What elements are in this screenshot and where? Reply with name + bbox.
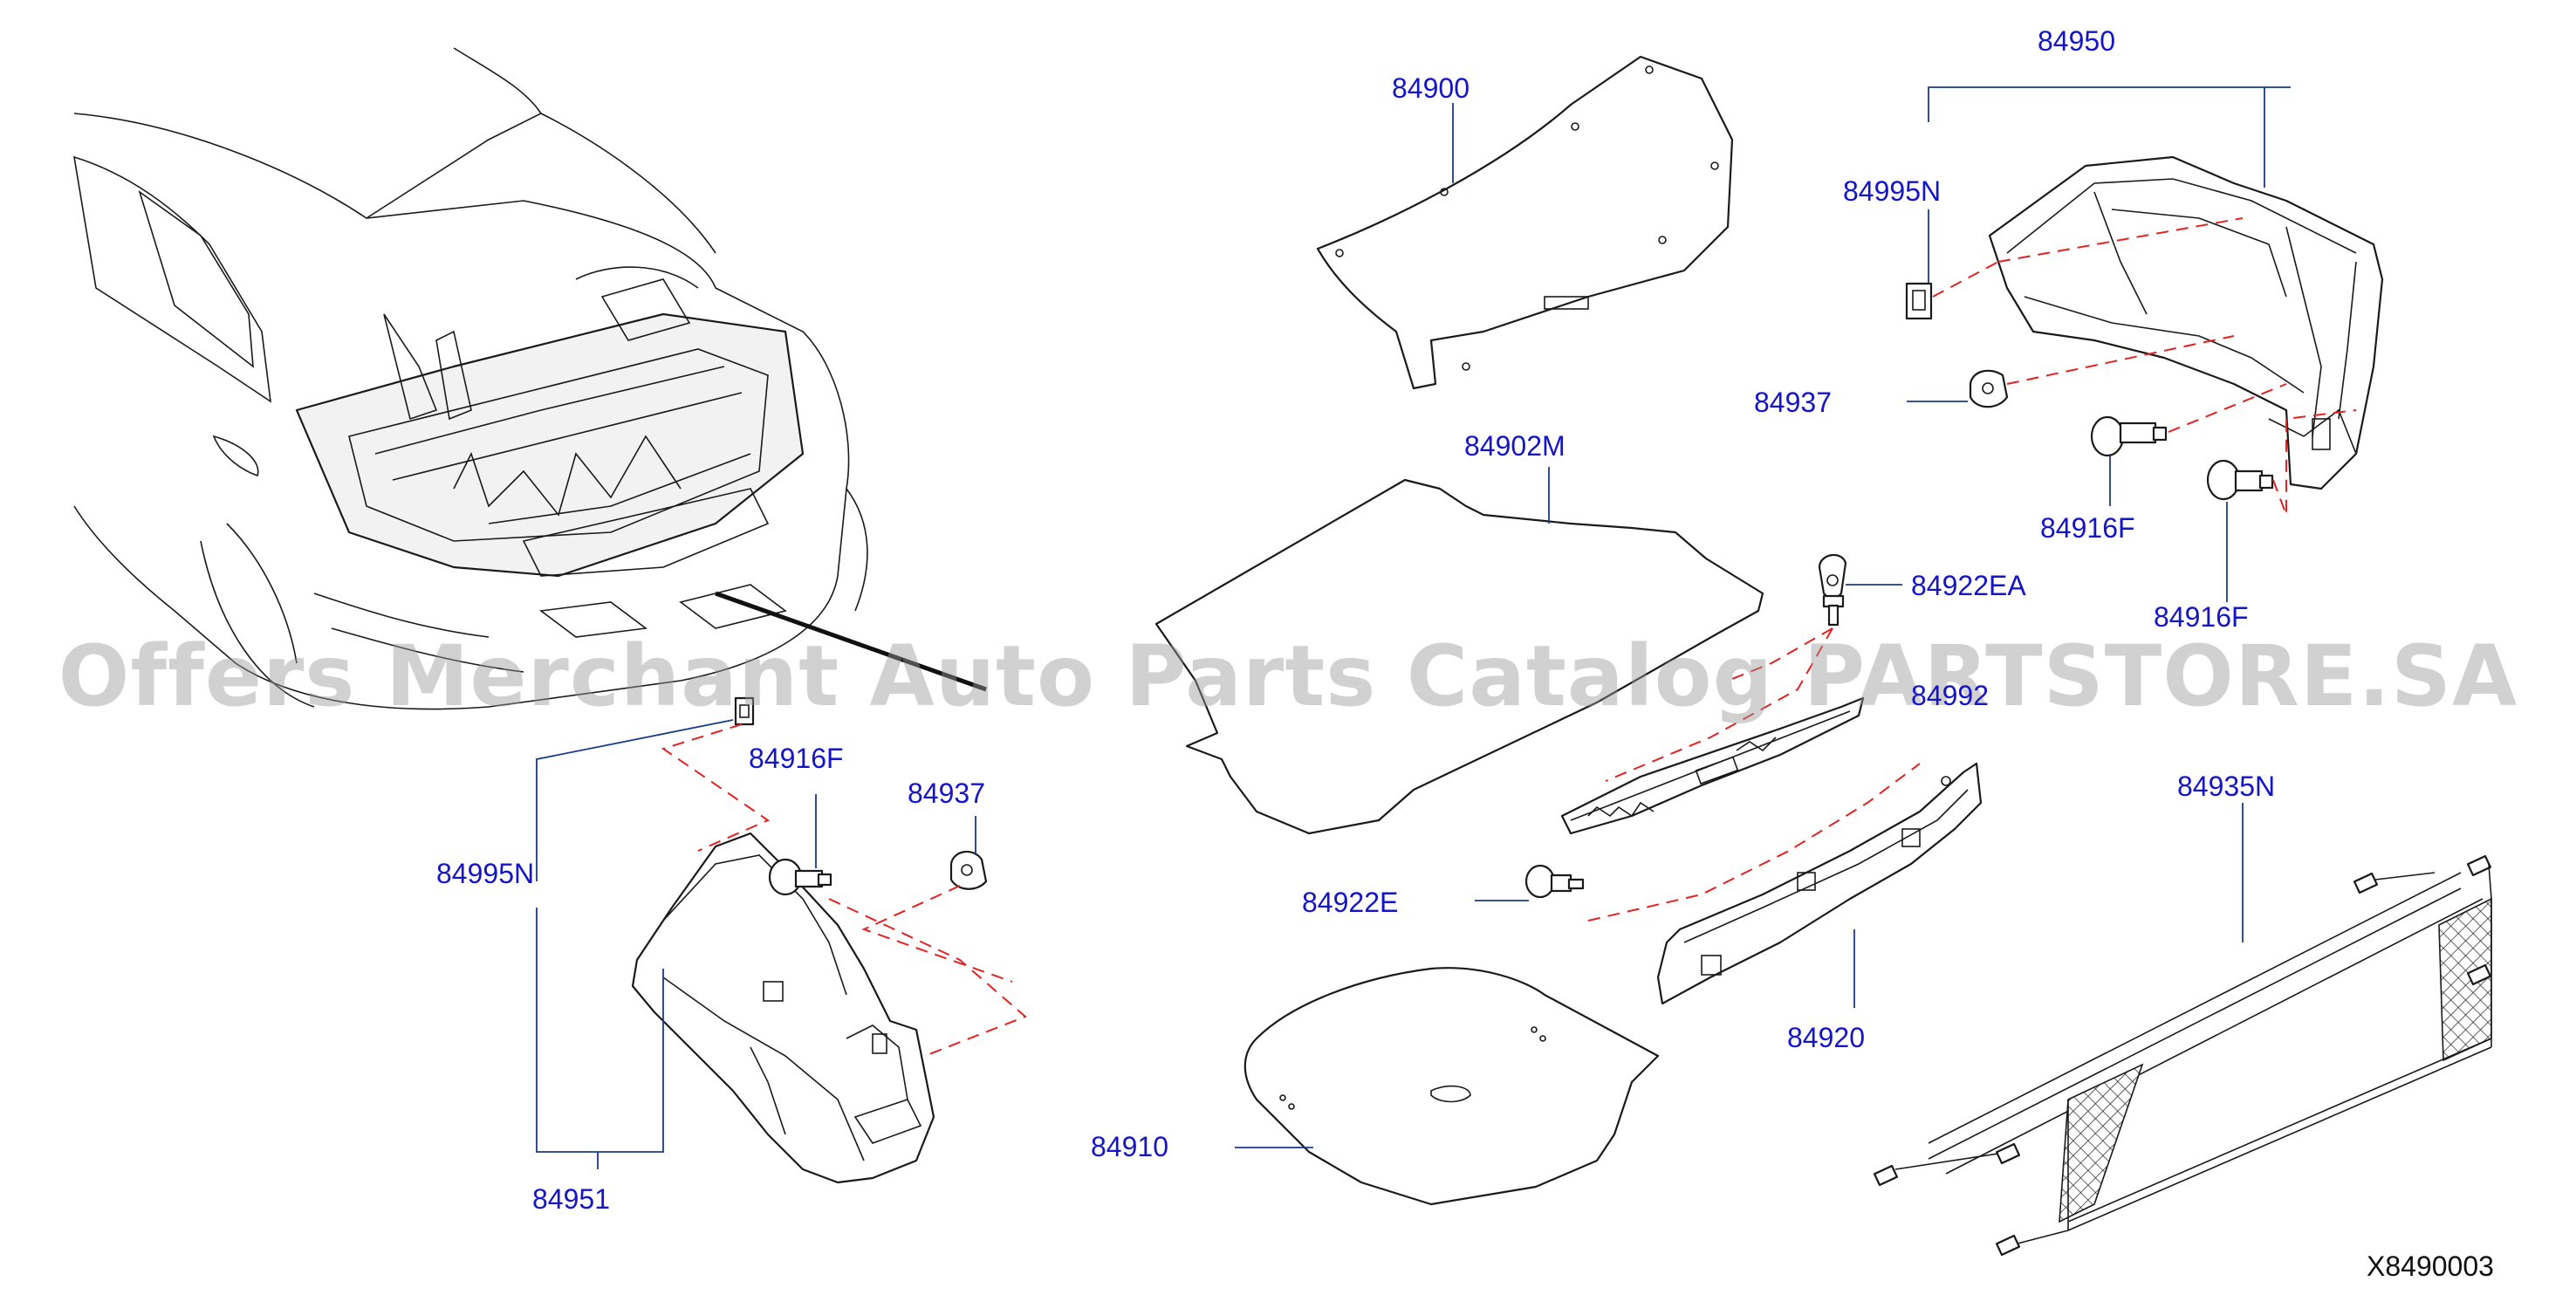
- label-84937-top: 84937: [1754, 387, 1832, 418]
- part-84951-trunk-side-finisher-lh: [631, 832, 935, 1184]
- label-84935n: 84935N: [2177, 771, 2275, 802]
- label-84902m: 84902M: [1464, 430, 1565, 462]
- part-84992-trunk-sill-plate: [1560, 696, 1865, 835]
- label-84951: 84951: [532, 1183, 610, 1215]
- part-84922ea-fastener: [1818, 553, 1847, 627]
- diagram-code: X8490003: [2367, 1250, 2494, 1282]
- part-84935n-cargo-net: [1873, 854, 2492, 1257]
- vehicle-rear-illustration: [72, 47, 987, 710]
- label-84995n-top: 84995N: [1843, 175, 1941, 207]
- part-84916f-fastener-left: [768, 858, 832, 896]
- label-84922e: 84922E: [1302, 887, 1398, 918]
- part-84900-trunk-lid-finisher: [1316, 55, 1734, 390]
- label-84950: 84950: [2038, 25, 2115, 57]
- part-84995n-clip-left: [734, 696, 755, 726]
- label-84995n-left: 84995N: [436, 858, 534, 889]
- part-84920-trunk-rear-finisher: [1656, 762, 1983, 1005]
- label-84910: 84910: [1091, 1131, 1168, 1162]
- part-84995n-clip-top: [1905, 282, 1933, 320]
- part-84937-clip-left: [949, 850, 988, 890]
- label-84916f-left: 84916F: [749, 743, 844, 774]
- label-84922ea: 84922EA: [1911, 570, 2026, 601]
- part-84916f-fastener-mid: [2090, 415, 2168, 457]
- label-84937-left: 84937: [908, 778, 985, 809]
- label-84916f-mid: 84916F: [2040, 512, 2135, 544]
- label-84920: 84920: [1787, 1022, 1865, 1053]
- label-84916f-right: 84916F: [2154, 601, 2249, 633]
- watermark-text: Offers Merchant Auto Parts Catalog PARTS…: [58, 627, 2518, 725]
- part-84902m-trunk-floor-mat: [1154, 478, 1764, 835]
- part-84922e-fastener: [1524, 864, 1585, 899]
- part-84950-trunk-side-finisher-rh: [1988, 155, 2384, 490]
- label-84992: 84992: [1911, 680, 1989, 711]
- part-84916f-fastener-right: [2206, 459, 2274, 501]
- label-84900: 84900: [1392, 72, 1470, 104]
- part-84910-spare-tire-cover: [1243, 967, 1660, 1206]
- part-84937-clip-top: [1969, 369, 2009, 408]
